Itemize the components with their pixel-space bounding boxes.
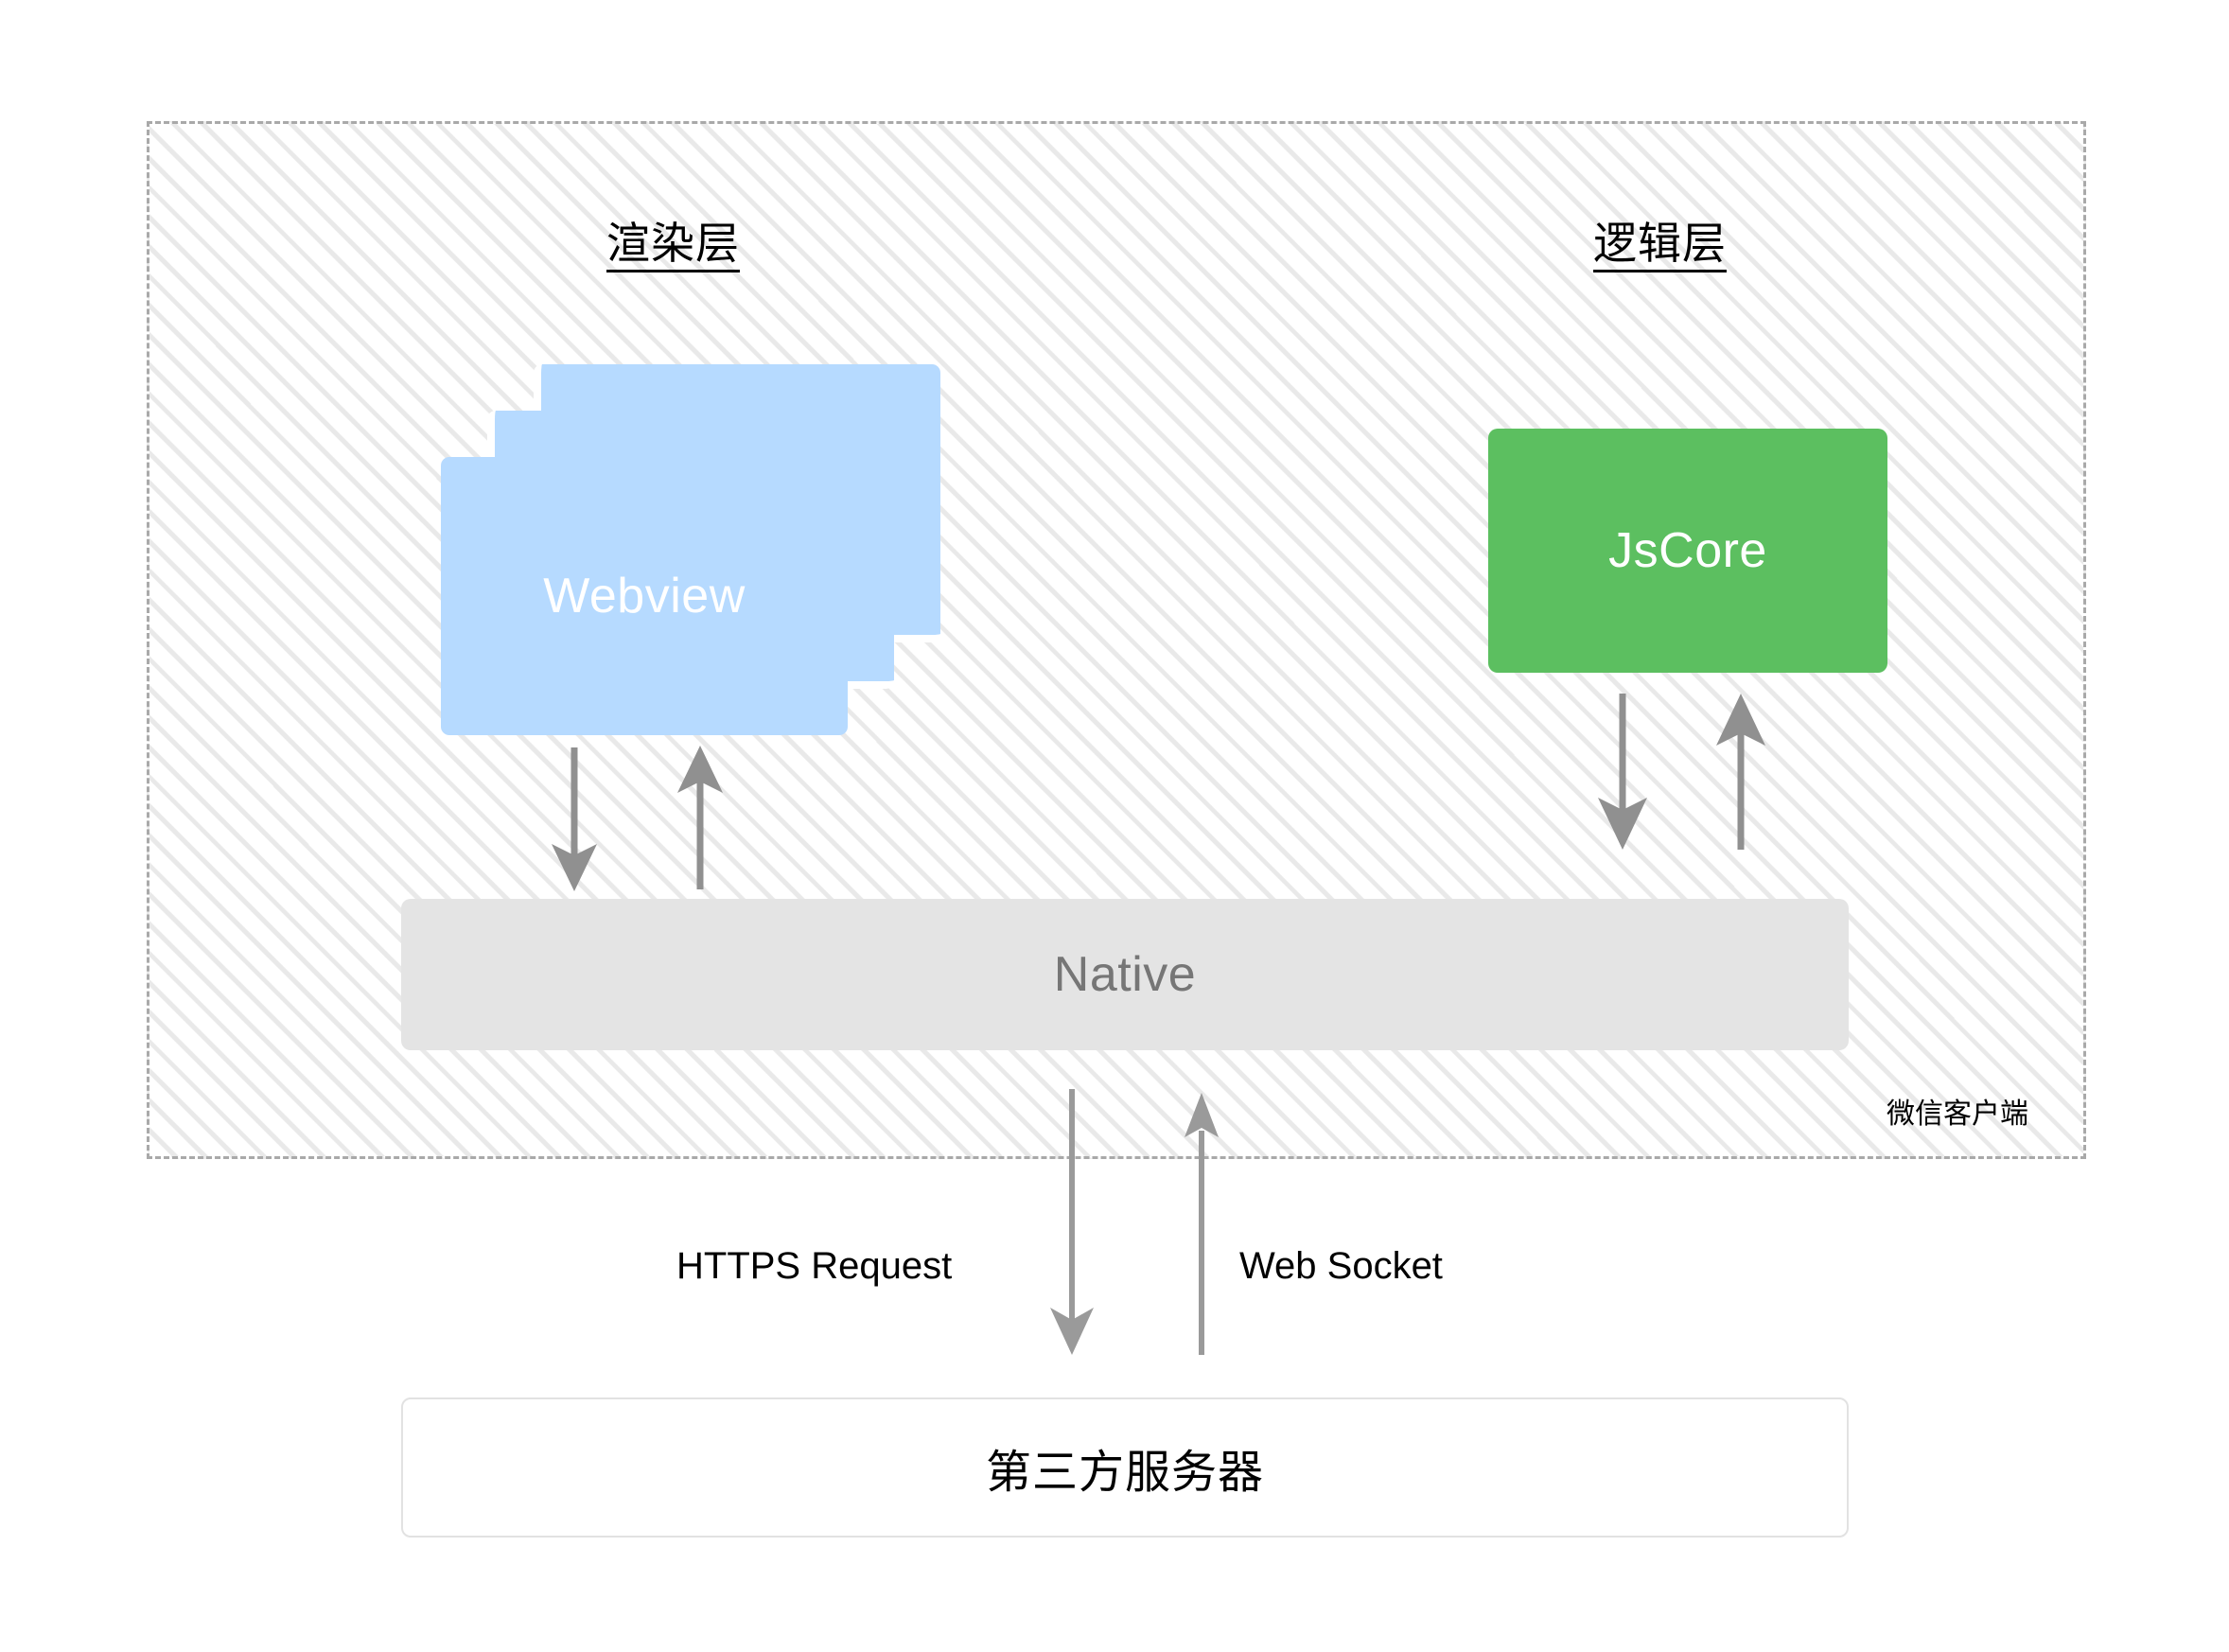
wechat-client-label: 微信客户端 [1887,1098,2028,1130]
third-party-server-label: 第三方服务器 [985,1448,1264,1498]
jscore-label: JsCore [1608,523,1767,578]
third-party-server-box: 第三方服务器 [401,1397,1849,1538]
native-bar: Native [401,899,1849,1050]
https-request-label: HTTPS Request [676,1245,953,1287]
native-label: Native [1053,947,1197,1002]
jscore-box: JsCore [1488,429,1887,673]
webview-label: Webview [543,569,746,624]
webview-stack: Webview [441,364,940,735]
webview-card-front: Webview [441,457,848,735]
logic-layer-title: 逻辑层 [1593,220,1727,272]
render-layer-title: 渲染层 [606,220,740,272]
web-socket-label: Web Socket [1239,1245,1443,1287]
